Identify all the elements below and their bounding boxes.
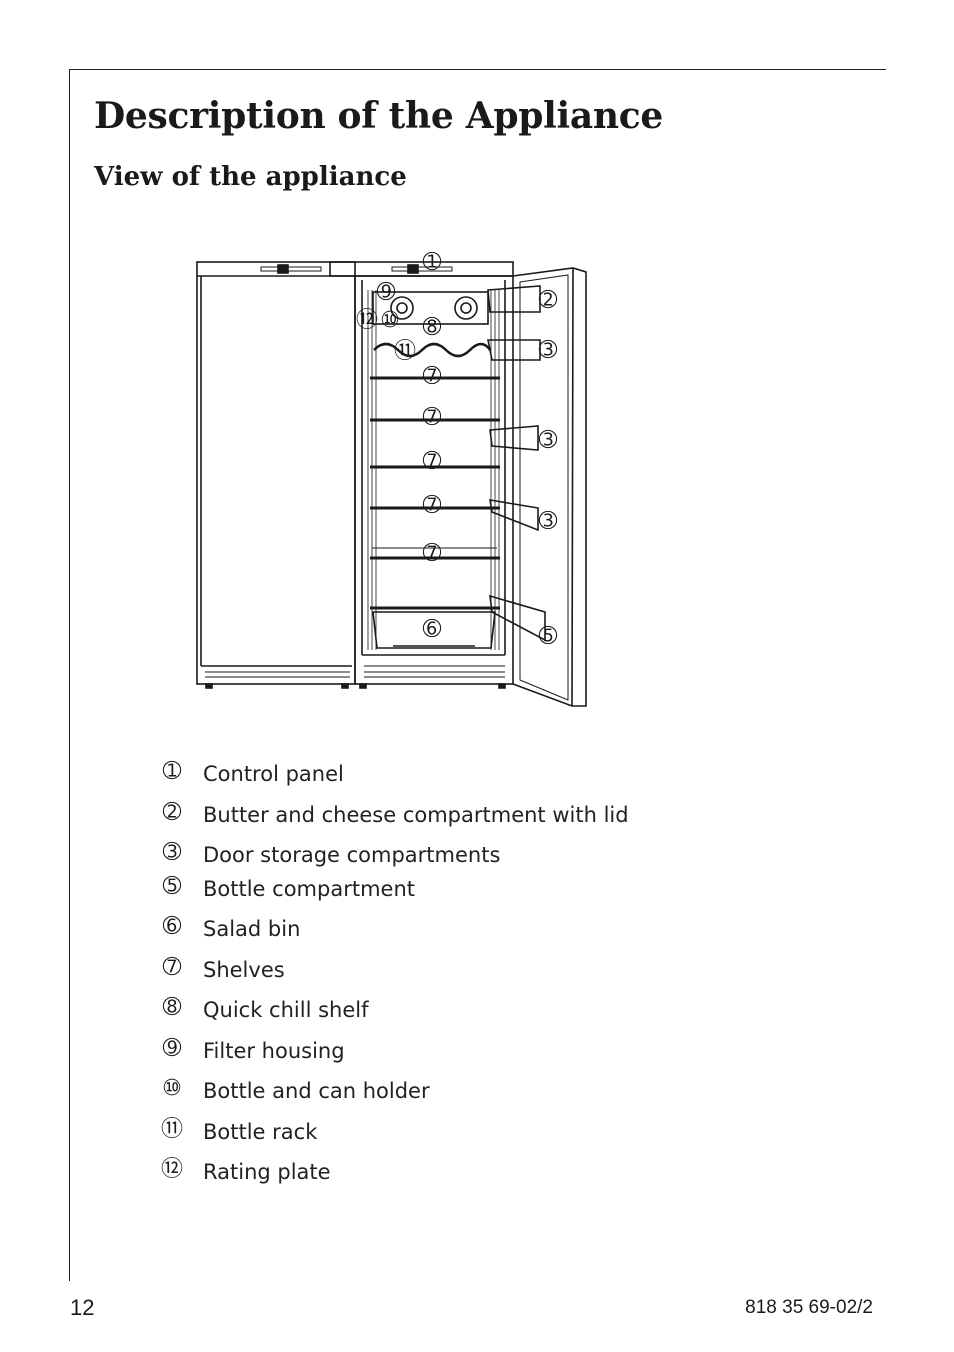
legend-item: ➂ Door storage compartments — [158, 840, 758, 871]
legend-number: ➅ — [162, 914, 182, 939]
section-subtitle: View of the appliance — [94, 162, 407, 192]
legend-label: Door storage compartments — [203, 843, 501, 867]
legend-label: Bottle compartment — [203, 877, 415, 901]
callout-2: ➁ — [539, 288, 558, 313]
callout-7a: ➆ — [423, 364, 442, 389]
legend-label: Filter housing — [203, 1039, 345, 1063]
callout-5: ➄ — [539, 624, 558, 649]
callout-9: ➈ — [377, 280, 396, 305]
legend-number: ➂ — [162, 840, 182, 865]
legend-number: ➇ — [162, 995, 182, 1020]
page-number: 12 — [70, 1295, 95, 1320]
callout-8: ➇ — [423, 315, 442, 340]
legend-item: ➄ Bottle compartment — [158, 874, 758, 905]
page-title: Description of the Appliance — [94, 95, 663, 137]
legend-label: Butter and cheese compartment with lid — [203, 803, 629, 827]
open-door — [512, 267, 587, 707]
document-code: 818 35 69-02/2 — [745, 1297, 873, 1318]
callout-3c: ➂ — [539, 509, 558, 534]
callout-10: ⑩ — [380, 308, 400, 333]
callout-11: ⑪ — [394, 339, 416, 364]
legend-number: ➄ — [162, 874, 182, 899]
legend-item: ➁ Butter and cheese compartment with lid — [158, 800, 758, 831]
legend-item: ➇ Quick chill shelf — [158, 995, 758, 1026]
legend-label: Salad bin — [203, 917, 301, 941]
legend-item: ➆ Shelves — [158, 955, 758, 986]
legend-number: ⑩ — [162, 1076, 182, 1101]
legend-label: Rating plate — [203, 1160, 331, 1184]
callout-7d: ➆ — [423, 493, 442, 518]
left-rule — [69, 69, 70, 1281]
legend-item: ➈ Filter housing — [158, 1036, 758, 1067]
legend-item: ⑩ Bottle and can holder — [158, 1076, 758, 1107]
legend-label: Quick chill shelf — [203, 998, 369, 1022]
legend-label: Control panel — [203, 762, 344, 786]
legend-number: ⑪ — [160, 1117, 183, 1142]
callout-3a: ➂ — [539, 338, 558, 363]
callout-12: ⑫ — [356, 308, 378, 333]
callout-1: ➀ — [423, 250, 442, 275]
callout-7c: ➆ — [423, 449, 442, 474]
callout-3b: ➂ — [539, 428, 558, 453]
top-rule — [69, 69, 886, 70]
legend-item: ⑫ Rating plate — [158, 1157, 758, 1188]
legend-label: Bottle rack — [203, 1120, 318, 1144]
legend-number: ➈ — [162, 1036, 182, 1061]
legend-label: Bottle and can holder — [203, 1079, 430, 1103]
legend-label: Shelves — [203, 958, 285, 982]
legend-item: ➅ Salad bin — [158, 914, 758, 945]
legend: ➀ Control panel ➁ Butter and cheese comp… — [158, 0, 758, 1352]
legend-number: ➀ — [162, 759, 182, 784]
callout-7e: ➆ — [423, 541, 442, 566]
legend-number: ⑫ — [160, 1157, 183, 1182]
legend-number: ➁ — [162, 800, 182, 825]
callout-6: ➅ — [423, 617, 442, 642]
legend-number: ➆ — [162, 955, 182, 980]
legend-item: ➀ Control panel — [158, 759, 758, 790]
legend-item: ⑪ Bottle rack — [158, 1117, 758, 1148]
right-cabinet — [354, 275, 514, 685]
callout-7b: ➆ — [423, 405, 442, 430]
appliance-illustration: ➀ ➁ ➂ ➂ ➂ ➄ ➅ ➆ ➆ ➆ ➆ ➆ ➇ ➈ ⑩ ⑪ ⑫ — [196, 250, 587, 707]
